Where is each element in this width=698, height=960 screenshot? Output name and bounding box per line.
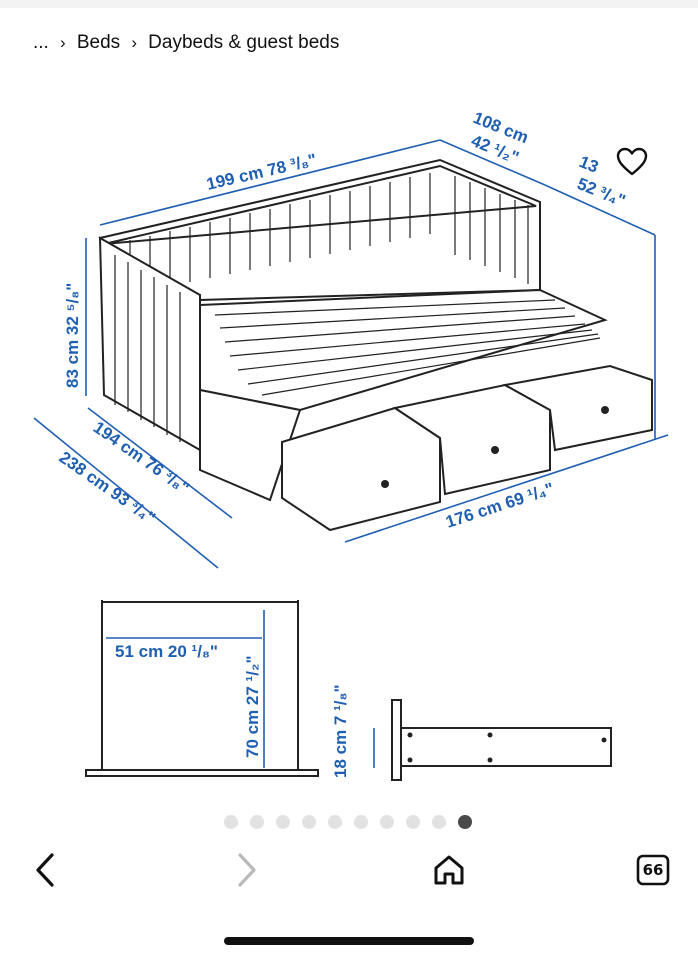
breadcrumb-ellipsis[interactable]: ... bbox=[33, 32, 49, 53]
home-indicator bbox=[224, 937, 474, 945]
gallery-dot[interactable] bbox=[354, 815, 368, 829]
dimension-lines bbox=[33, 139, 669, 569]
dimension-height: 83 cm 32 ⁵/₈" bbox=[63, 283, 82, 388]
chevron-right-icon: › bbox=[131, 33, 137, 52]
favorite-button[interactable] bbox=[614, 144, 650, 180]
breadcrumb-item-beds[interactable]: Beds bbox=[76, 32, 121, 53]
daybed-drawing bbox=[98, 158, 653, 532]
dimension-seat-height: 70 cm 27 ¹/₂" bbox=[243, 655, 262, 758]
gallery-dot[interactable] bbox=[458, 815, 472, 829]
gallery-dot[interactable] bbox=[406, 815, 420, 829]
drawer-right bbox=[502, 364, 653, 452]
tabs-icon: 66 bbox=[636, 854, 670, 886]
dimension-drawer-height: 18 cm 7 ¹/₈" bbox=[331, 684, 350, 778]
breadcrumb: ... › Beds › Daybeds & guest beds bbox=[33, 30, 339, 56]
heart-icon bbox=[616, 147, 648, 176]
side-view-drawing bbox=[85, 600, 319, 777]
gallery-dot[interactable] bbox=[276, 815, 290, 829]
gallery-dot[interactable] bbox=[380, 815, 394, 829]
product-dimension-image[interactable]: 199 cm 78 ³/₈" 108 cm 42 ¹/₂" 13 52 ³/₄"… bbox=[0, 90, 698, 810]
gallery-dot[interactable] bbox=[328, 815, 342, 829]
bottom-navigation-bar: 66 bbox=[0, 845, 698, 897]
home-button[interactable] bbox=[424, 845, 474, 895]
drawer-side-view bbox=[373, 699, 612, 781]
gallery-dot[interactable] bbox=[250, 815, 264, 829]
top-status-strip bbox=[0, 0, 698, 8]
home-icon bbox=[434, 855, 464, 885]
gallery-dot[interactable] bbox=[302, 815, 316, 829]
dimension-depth-ext-cm: 13 bbox=[577, 152, 602, 177]
tabs-count: 66 bbox=[642, 861, 664, 879]
gallery-dot[interactable] bbox=[432, 815, 446, 829]
dimension-seat-depth: 51 cm 20 ¹/₈" bbox=[115, 642, 218, 661]
gallery-dot[interactable] bbox=[224, 815, 238, 829]
chevron-left-icon bbox=[36, 853, 54, 887]
chevron-right-icon bbox=[238, 853, 256, 887]
back-button[interactable] bbox=[20, 845, 70, 895]
drawer-left bbox=[281, 406, 441, 532]
forward-button[interactable] bbox=[222, 845, 272, 895]
chevron-right-icon: › bbox=[60, 33, 66, 52]
tabs-button[interactable]: 66 bbox=[628, 845, 678, 895]
breadcrumb-item-daybeds[interactable]: Daybeds & guest beds bbox=[148, 32, 340, 53]
dimension-width-top: 199 cm 78 ³/₈" bbox=[205, 150, 319, 194]
gallery-pagination bbox=[0, 813, 698, 831]
